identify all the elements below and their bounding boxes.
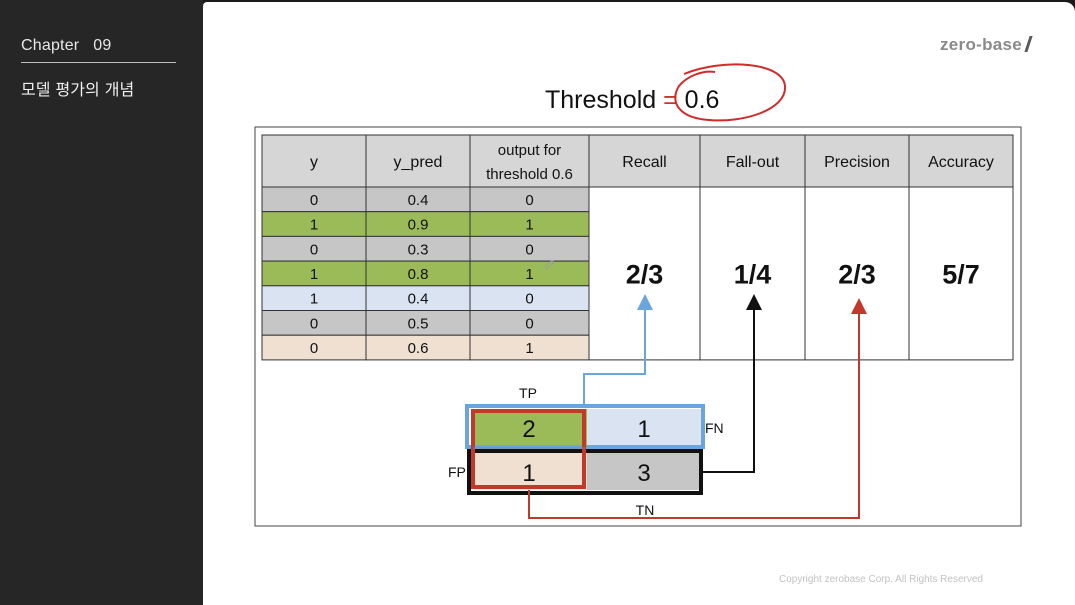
metrics-table-text: y y_pred output for threshold 0.6 Recall… (310, 142, 994, 357)
cell-y: 1 (310, 217, 318, 234)
fn-label: FN (705, 420, 724, 436)
header-y: y (310, 154, 318, 171)
data-cell (365, 285, 471, 311)
cell-y-pred: 0.4 (408, 291, 429, 308)
data-cell (365, 260, 471, 287)
cell-y-pred: 0.5 (408, 315, 429, 332)
data-cell (261, 211, 367, 237)
tn-value: 3 (637, 460, 650, 487)
tn-label: TN (636, 502, 655, 518)
header-accuracy: Accuracy (928, 154, 994, 171)
header-cell (261, 134, 367, 188)
cell-y: 0 (310, 315, 318, 332)
metric-cell (908, 186, 1014, 361)
cell-output: 0 (525, 315, 533, 332)
data-cell (365, 211, 471, 237)
pencil-icon (544, 260, 554, 270)
cell-output: 0 (525, 291, 533, 308)
slide: zero-base Copyright zerobase Corp. All R… (203, 2, 1075, 605)
header-cell (365, 134, 471, 188)
fn-value: 1 (637, 416, 650, 443)
header-y-pred: y_pred (394, 154, 443, 171)
data-cell (261, 260, 367, 287)
fp-cell (473, 452, 587, 490)
header-cell (908, 134, 1014, 188)
data-cell (469, 334, 590, 361)
header-recall: Recall (622, 154, 666, 171)
data-cell (261, 235, 367, 262)
recall-value: 2/3 (626, 259, 664, 289)
predicted-positive-frame (471, 409, 586, 489)
cell-output: 1 (525, 266, 533, 283)
cell-y-pred: 0.4 (408, 192, 429, 209)
circle-annotation (674, 63, 787, 122)
cell-y-pred: 0.3 (408, 241, 429, 258)
cell-y: 0 (310, 241, 318, 258)
cell-y-pred: 0.8 (408, 266, 429, 283)
cell-output: 0 (525, 241, 533, 258)
lesson-title: 모델 평가의 개념 (21, 80, 135, 99)
data-cell (365, 310, 471, 336)
metrics-table (261, 134, 1014, 361)
slide-title: Threshold = 0.6 (545, 86, 719, 114)
accuracy-value: 5/7 (942, 259, 980, 289)
cell-output: 1 (525, 217, 533, 234)
precision-value: 2/3 (838, 259, 876, 289)
header-precision: Precision (824, 154, 890, 171)
fp-label: FP (448, 464, 466, 480)
data-cell (469, 310, 590, 336)
zero-base-logo: zero-base (940, 35, 1033, 55)
data-cell (365, 235, 471, 262)
threshold-figure: Threshold = 0.6 y y_pred output for thre… (254, 63, 1022, 527)
logo-text: zero-base (940, 35, 1023, 54)
tp-cell (473, 409, 587, 447)
header-fall-out: Fall-out (726, 154, 780, 171)
data-cell (261, 186, 367, 213)
header-output-line1: output for (498, 142, 561, 159)
fall-out-arrow (703, 294, 762, 473)
fp-value: 1 (522, 460, 535, 487)
data-cell (261, 285, 367, 311)
cell-y-pred: 0.6 (408, 340, 429, 357)
data-cell (365, 186, 471, 213)
tp-value: 2 (522, 416, 535, 443)
data-cell (469, 211, 590, 237)
tn-cell (587, 452, 703, 490)
cell-output: 0 (525, 192, 533, 209)
chapter-label: Chapter 09 (21, 37, 112, 54)
cell-y: 1 (310, 266, 318, 283)
metric-cell (699, 186, 806, 361)
sidebar-divider (21, 62, 176, 63)
fn-cell (587, 409, 703, 447)
data-cell (261, 310, 367, 336)
fall-out-value: 1/4 (734, 259, 772, 289)
tp-label: TP (519, 385, 537, 401)
recall-arrow (583, 294, 653, 406)
cell-y: 1 (310, 291, 318, 308)
copyright-text: Copyright zerobase Corp. All Rights Rese… (779, 574, 983, 585)
data-cell (469, 285, 590, 311)
header-output-line2: threshold 0.6 (486, 166, 573, 183)
cell-y: 0 (310, 340, 318, 357)
data-cell (469, 235, 590, 262)
cell-y-pred: 0.9 (408, 217, 429, 234)
cell-y: 0 (310, 192, 318, 209)
sidebar: Chapter 09 모델 평가의 개념 (0, 0, 203, 605)
confusion-matrix: 2 1 1 3 TP FN FP TN (448, 385, 724, 518)
precision-arrow (528, 298, 867, 519)
cell-output: 1 (525, 340, 533, 357)
header-cell (804, 134, 910, 188)
